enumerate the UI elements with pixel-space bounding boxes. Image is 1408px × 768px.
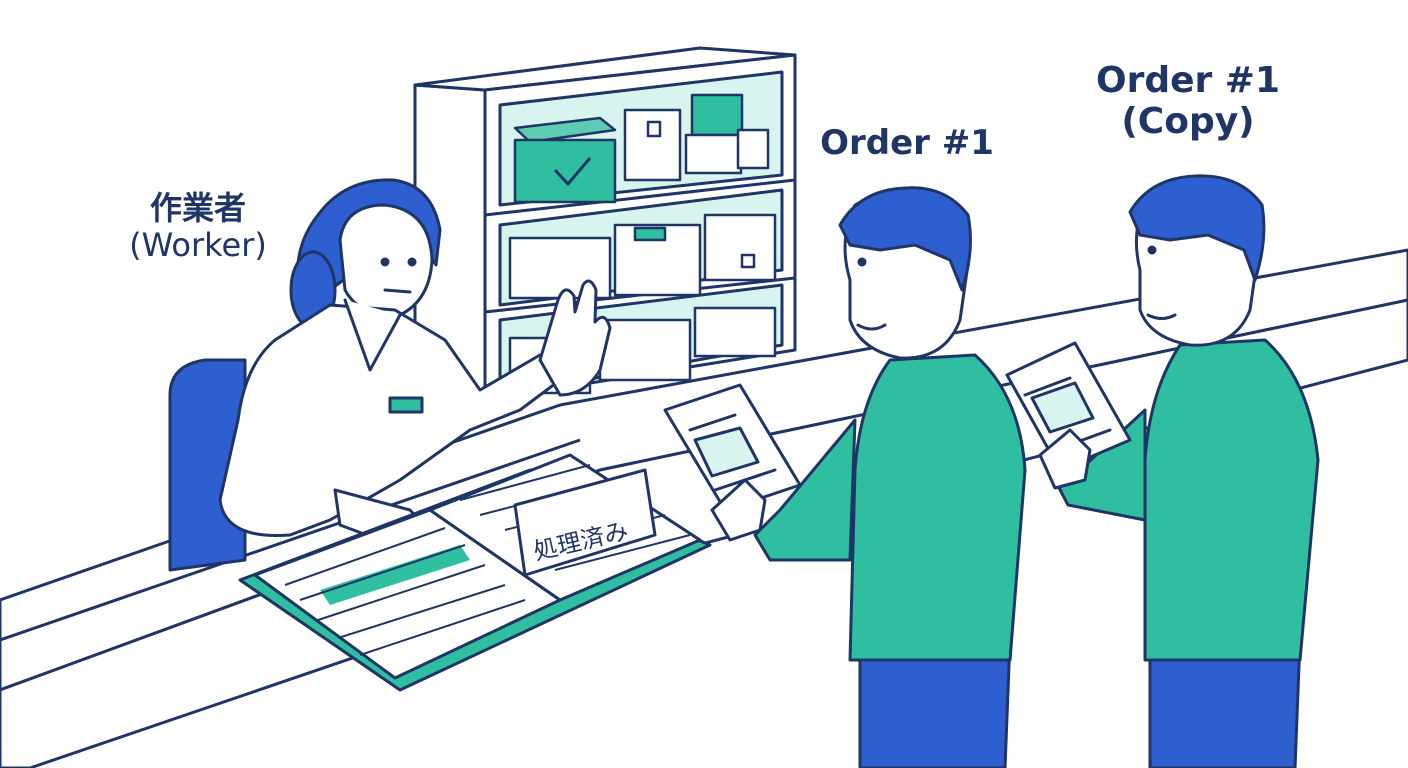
worker-label: 作業者 (Worker) — [108, 190, 288, 264]
order1-copy-label: Order #1 (Copy) — [1088, 60, 1288, 143]
order1-label: Order #1 — [820, 123, 994, 163]
order1-copy-label-line1: Order #1 — [1095, 60, 1281, 101]
customer-order1-copy — [1005, 174, 1320, 768]
order1-copy-label-line2: (Copy) — [1121, 101, 1255, 143]
worker-figure — [218, 178, 612, 547]
worker-label-en: (Worker) — [129, 225, 267, 264]
processed-tag: 処理済み — [513, 468, 657, 577]
worker-label-ja: 作業者 — [149, 189, 246, 227]
customer-order1 — [663, 186, 1027, 768]
